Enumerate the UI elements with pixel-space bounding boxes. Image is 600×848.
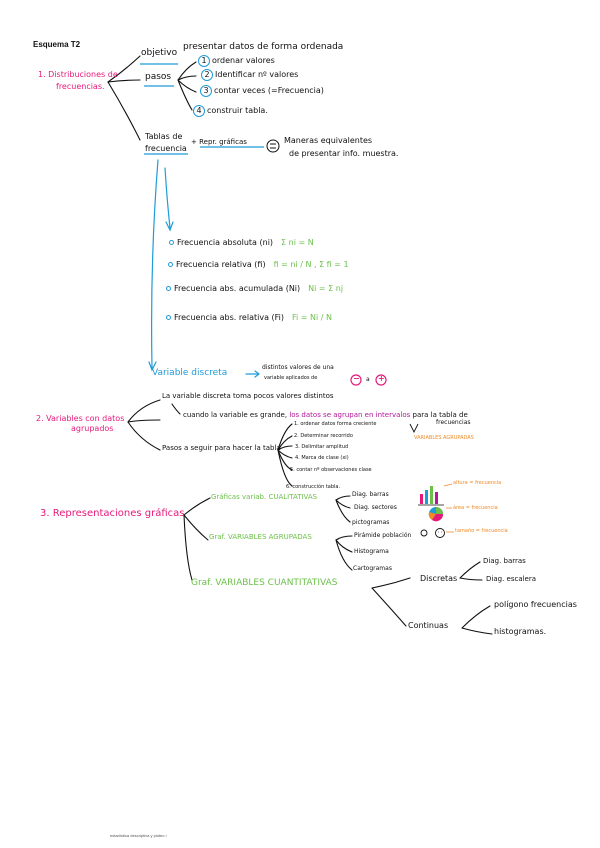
objetivo-text: presentar datos de forma ordenada <box>183 42 344 52</box>
frecuencia-relativa: Frecuencia relativa (fi) fi = ni / N , Σ … <box>168 260 349 269</box>
continua-item-poligono: polígono frecuencias <box>494 600 577 609</box>
note-area: área = frecuencia <box>453 505 498 511</box>
discreta-line2: variable aplicados de <box>264 375 318 381</box>
cualitativa-item-pictogramas: pictogramas <box>352 519 390 526</box>
frecuencia-abs-relativa-formula: Fi = Ni / N <box>292 313 333 322</box>
pictogram-icon <box>420 528 445 538</box>
continua-item-histogramas: histogramas. <box>494 627 547 636</box>
note-tamano: tamaño = frecuencia <box>455 528 508 534</box>
frecuencia-absoluta-formula: Σ ni = N <box>281 238 314 247</box>
paso-tabla-2: 2. Determinar recorrido <box>294 433 353 439</box>
agrupada-item-cartogramas: Cartogramas <box>353 565 392 572</box>
equiv-line1: Maneras equivalentes <box>284 136 373 145</box>
repr-graficas: + Repr. gráficas <box>191 138 247 146</box>
objetivo-label: objetivo <box>141 48 178 58</box>
range-to: a <box>366 376 370 383</box>
page-footer: estadística descriptiva y ploteo i <box>110 833 167 838</box>
frecuencia-absoluta-label: Frecuencia absoluta (ni) <box>177 238 274 247</box>
frecuencia-acumulada-formula: Ni = Σ nj <box>308 284 344 293</box>
paso-4-text: construir tabla. <box>207 106 268 115</box>
section2-line2c: para la tabla de <box>412 411 468 419</box>
tablas-line1: Tablas de <box>145 132 183 141</box>
section2-line2d: frecuencias <box>436 419 471 426</box>
section2-line2a: cuando la variable es grande, <box>183 411 288 419</box>
paso-2-number: 2 <box>201 69 213 81</box>
paso-tabla-4: 4. Marca de clase (xi) <box>295 455 349 461</box>
paso-tabla-3: 3. Delimitar amplitud <box>295 444 349 450</box>
page-title: Esquema T2 <box>33 40 81 49</box>
paso-1-text: ordenar valores <box>212 56 275 65</box>
graficas-agrupadas: Graf. VARIABLES AGRUPADAS <box>209 533 312 541</box>
agrupada-item-piramide: Pirámide población <box>354 532 412 539</box>
pasos-tabla-label: Pasos a seguir para hacer la tabla <box>162 444 281 452</box>
mini-pie-chart-icon <box>428 507 444 522</box>
minus-sign: − <box>353 374 360 383</box>
graficas-cuantitativas: Graf. VARIABLES CUANTITATIVAS <box>191 578 338 588</box>
plus-sign: + <box>378 374 385 383</box>
frecuencia-abs-relativa: Frecuencia abs. relativa (Fi) Fi = Ni / N <box>166 313 332 322</box>
section2-title-line2: agrupados <box>71 424 114 433</box>
frecuencia-absoluta: Frecuencia absoluta (ni) Σ ni = N <box>169 238 314 247</box>
section2-line2b: los datos se agrupan en intervalos <box>289 411 411 419</box>
discreta-item-barras: Diag. barras <box>483 557 526 565</box>
section3-title: 3. Representaciones gráficas <box>40 508 185 519</box>
section1-title-line1: 1. Distribuciones de <box>38 70 118 79</box>
variable-discreta-label: Variable discreta <box>152 368 228 378</box>
cualitativa-item-sectores: Diag. sectores <box>354 504 397 511</box>
discreta-item-escalera: Diag. escalera <box>486 575 537 583</box>
bullet-icon <box>166 286 171 291</box>
graficas-cualitativas: Gráficas variab. CUALITATIVAS <box>211 493 318 501</box>
continuas-label: Continuas <box>408 621 449 630</box>
paso-tabla-1: 1. ordenar datos forma creciente <box>294 421 377 427</box>
section1-title-line2: frecuencias. <box>56 82 105 91</box>
paso-tabla-5: 5. contar nº observaciones clase <box>290 467 372 473</box>
section2-title-line1: 2. Variables con datos <box>36 414 125 423</box>
frecuencia-abs-relativa-label: Frecuencia abs. relativa (Fi) <box>174 313 284 322</box>
tablas-line2: frecuencia <box>145 144 187 153</box>
cualitativa-item-barras: Diag. barras <box>352 491 389 498</box>
discretas-label: Discretas <box>420 574 458 583</box>
frecuencia-acumulada-label: Frecuencia abs. acumulada (Ni) <box>174 284 301 293</box>
section2-line1: La variable discreta toma pocos valores … <box>162 392 334 400</box>
paso-tabla-6: 6. construcción tabla. <box>286 484 341 490</box>
paso-4-number: 4 <box>193 105 205 117</box>
frecuencia-acumulada: Frecuencia abs. acumulada (Ni) Ni = Σ nj <box>166 284 343 293</box>
pasos-label: pasos <box>145 72 172 82</box>
frecuencia-relativa-label: Frecuencia relativa (fi) <box>176 260 266 269</box>
variables-agrupadas-note: VARIABLES AGRUPADAS <box>414 435 474 441</box>
section2-line2: cuando la variable es grande, los datos … <box>183 411 468 419</box>
bullet-icon <box>166 315 171 320</box>
frecuencia-relativa-formula: fi = ni / N , Σ fi = 1 <box>273 260 349 269</box>
discreta-line1: distintos valores de una <box>262 364 334 371</box>
bullet-icon <box>168 262 173 267</box>
paso-3-text: contar veces (=Frecuencia) <box>214 86 324 95</box>
equiv-line2: de presentar info. muestra. <box>289 149 399 158</box>
paso-2-text: Identificar nº valores <box>215 70 299 79</box>
agrupada-item-histograma: Histograma <box>354 548 389 555</box>
mini-bar-chart-icon <box>418 486 444 506</box>
bullet-icon <box>169 240 174 245</box>
note-altura: altura = frecuencia <box>453 480 502 486</box>
paso-3-number: 3 <box>200 85 212 97</box>
paso-1-number: 1 <box>198 55 210 67</box>
